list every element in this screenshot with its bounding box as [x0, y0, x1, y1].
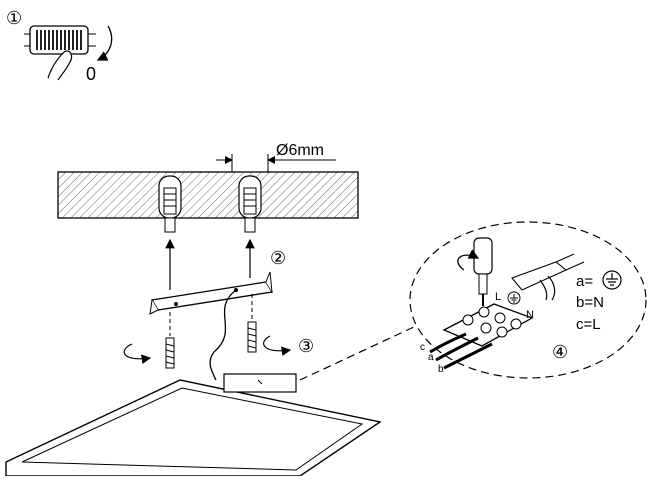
wire-c [429, 332, 467, 354]
switch-off-label: 0 [86, 64, 96, 84]
switch-off-illustration: ① 0 [6, 8, 113, 84]
legend-a-prefix: a= [576, 273, 593, 290]
step-2-label: ② [270, 248, 286, 268]
legend-b: b=N [576, 294, 604, 311]
terminal-label-N: N [526, 309, 534, 321]
legend-c: c=L [576, 316, 601, 333]
screw-right [247, 321, 257, 353]
mains-cable [511, 261, 568, 291]
rotate-arrow-icon [123, 343, 152, 364]
step-4-label: ④ [552, 342, 568, 362]
rotate-arrow-icon [263, 335, 292, 356]
driver-box [223, 373, 297, 393]
hand-icon [47, 50, 73, 81]
wall-plug-right [238, 175, 262, 233]
power-cable [209, 289, 237, 381]
switch-direction-arrow [96, 25, 113, 61]
screws-step: ③ [123, 321, 314, 369]
ground-symbol-icon [602, 270, 622, 290]
mounting-bracket-step: ② [149, 238, 286, 381]
terminal-block [442, 303, 534, 347]
ground-symbol-icon [507, 291, 521, 305]
drill-diameter-dimension: Ø6mm [216, 142, 336, 172]
ceiling-slab [57, 171, 359, 219]
step-1-label: ① [6, 8, 22, 28]
wall-plug-left [158, 175, 182, 233]
ceiling-section: Ø6mm [57, 142, 359, 233]
terminal-label-L: L [495, 291, 501, 303]
wire-label-c: c [420, 342, 425, 353]
wiring-callout: c a b L N a= b=N [299, 221, 647, 381]
screwdriver-icon [473, 237, 493, 306]
drill-diameter-label: Ø6mm [276, 142, 324, 159]
wiring-legend: a= b=N c=L [576, 270, 622, 333]
wire-b [443, 342, 493, 370]
rotate-arrow-icon [457, 249, 480, 271]
wire-label-b: b [438, 364, 444, 375]
wire-label-a: a [428, 352, 434, 363]
led-panel [5, 373, 382, 477]
wire-a [435, 336, 479, 362]
callout-bubble [409, 221, 647, 379]
screw-left [165, 337, 175, 369]
breaker-switches [34, 30, 84, 50]
step-3-label: ③ [298, 336, 314, 356]
